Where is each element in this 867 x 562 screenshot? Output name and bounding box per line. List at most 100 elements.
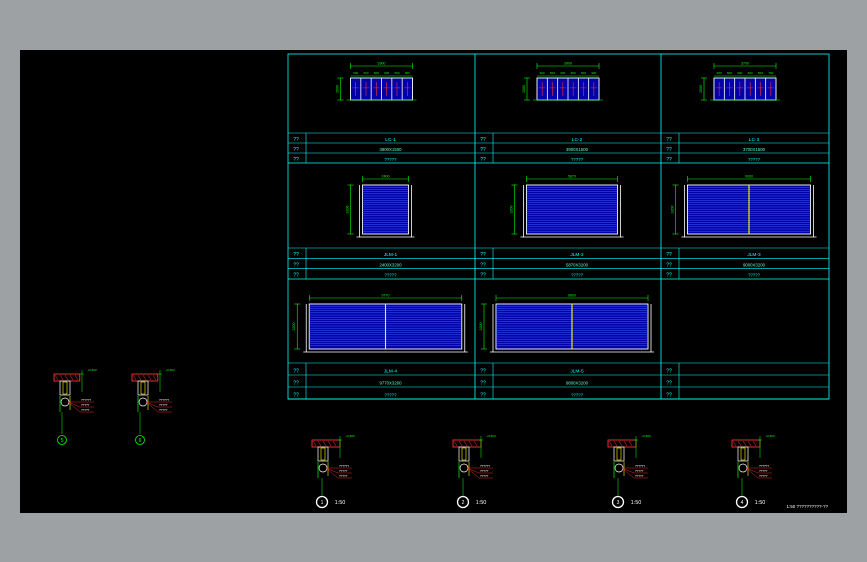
shutter-door-panel <box>362 184 409 235</box>
detail-hatch <box>332 440 337 447</box>
panel-size: 5870X3200 <box>566 262 589 267</box>
detail-roller-drum <box>738 463 748 473</box>
sub-dimension-label: 600 <box>748 71 753 75</box>
detail-scale-label: 1:50 <box>335 500 346 506</box>
sub-dimension-label: 600 <box>374 71 379 75</box>
detail-leader <box>325 467 339 479</box>
panel-qty: ????? <box>748 273 761 278</box>
row-label: ?? <box>293 273 299 279</box>
sub-dimension-label: 600 <box>560 71 565 75</box>
detail-note: ?????? <box>480 464 490 468</box>
row-label: ?? <box>666 262 672 268</box>
detail-beam <box>737 446 749 462</box>
detail-rebar <box>62 381 68 395</box>
row-label: ?? <box>293 147 299 153</box>
detail-note: ?????? <box>159 398 169 402</box>
detail-hatch <box>732 440 737 447</box>
detail-marker-number: 3 <box>617 500 620 506</box>
row-label: ?? <box>293 380 299 386</box>
detail-note: ????? <box>159 408 168 412</box>
panel-code: JLM-5 <box>570 368 584 374</box>
sub-dimension-label: 600 <box>384 71 389 75</box>
detail-note: ????? <box>759 469 768 473</box>
detail-note: ????? <box>339 469 348 473</box>
detail-hatch <box>322 440 327 447</box>
panel-size: 2400X3200 <box>380 262 403 267</box>
dimension-label: 3200 <box>292 323 296 331</box>
detail-rebar <box>461 447 467 461</box>
detail-hatch <box>458 440 463 447</box>
detail-roller-drum <box>614 463 624 473</box>
sub-dimension-label: 600 <box>363 71 368 75</box>
detail-rebar <box>616 447 622 461</box>
panel-code: LC-2 <box>572 137 583 143</box>
detail-marker-number: 5 <box>61 438 64 444</box>
detail-marker-circle <box>611 495 625 509</box>
row-label: ?? <box>480 252 486 258</box>
detail-hatch <box>473 440 478 447</box>
detail-hatch <box>64 374 69 381</box>
row-label: ?? <box>666 380 672 386</box>
row-label: ?? <box>480 392 486 398</box>
row-label: ?? <box>480 157 486 163</box>
panel-code: LC-3 <box>749 137 760 143</box>
sub-dimension-label: 600 <box>353 71 358 75</box>
panel-size: 9800X3200 <box>566 380 589 385</box>
detail-marker-number: 4 <box>741 500 744 506</box>
detail-rebar <box>740 447 746 461</box>
detail-marker-circle <box>735 495 749 509</box>
sub-dimension-label: 900 <box>591 71 596 75</box>
row-label: ?? <box>480 380 486 386</box>
dimension-label: 3900 <box>378 62 386 66</box>
shutter-door-panel <box>526 184 618 235</box>
row-label: ?? <box>480 368 486 374</box>
detail-leader <box>67 401 81 413</box>
detail-note: ????? <box>339 474 348 478</box>
sub-dimension-label: 900 <box>405 71 410 75</box>
detail-leader <box>621 467 635 479</box>
detail-marker-circle <box>57 435 67 445</box>
panel-size: 9000X3200 <box>743 262 766 267</box>
dimension-label: 2400 <box>382 175 390 179</box>
detail-note: ????? <box>159 403 168 407</box>
detail-elevation-tag: +0.600 <box>765 434 775 438</box>
panel-qty: ????? <box>385 157 398 162</box>
panel-size: 3700X1500 <box>743 147 766 152</box>
detail-leader <box>745 467 759 479</box>
row-label: ?? <box>666 147 672 153</box>
dimension-label: 3900 <box>564 62 572 66</box>
detail-roller-drum <box>459 463 469 473</box>
dimension-label: 1500 <box>522 85 526 93</box>
row-label: ?? <box>480 137 486 143</box>
row-label: ?? <box>293 368 299 374</box>
sub-dimension-label: 700 <box>768 71 773 75</box>
detail-leader <box>466 467 480 479</box>
detail-scale-label: 1:50 <box>476 500 487 506</box>
panel-qty: ????? <box>748 157 761 162</box>
detail-note: ????? <box>635 469 644 473</box>
schedule-grid <box>287 53 830 400</box>
detail-note: ????? <box>81 408 90 412</box>
detail-rebar <box>140 381 146 395</box>
detail-note: ?????? <box>339 464 349 468</box>
dimension-label: 1500 <box>699 85 703 93</box>
detail-marker-circle <box>135 435 145 445</box>
panel-code: JLM-1 <box>384 252 398 258</box>
dimension-label: 3700 <box>741 62 749 66</box>
detail-elevation-tag: +0.600 <box>345 434 355 438</box>
row-label: ?? <box>666 368 672 374</box>
detail-leader <box>325 467 339 474</box>
detail-beam <box>613 446 625 462</box>
detail-leader <box>621 467 635 474</box>
detail-beam <box>137 380 149 396</box>
row-label: ?? <box>666 273 672 279</box>
detail-hatch <box>59 374 64 381</box>
panel-qty: ????? <box>571 392 584 397</box>
